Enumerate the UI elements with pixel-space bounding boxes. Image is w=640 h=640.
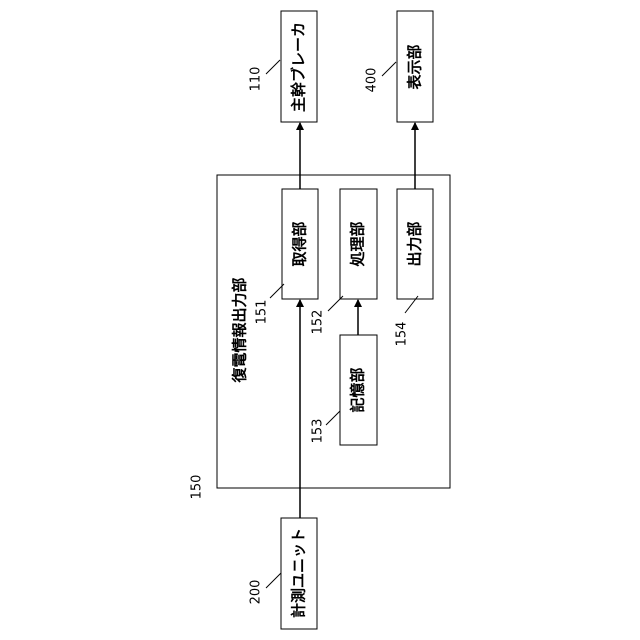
ref-110: 110 [249, 67, 264, 92]
ref-150: 150 [190, 475, 205, 500]
ref-151: 151 [255, 300, 270, 325]
ref-400: 400 [365, 68, 380, 93]
ref-200: 200 [249, 580, 264, 605]
measurement-unit-label: 計測ユニット [290, 528, 308, 618]
leader-153 [326, 411, 340, 425]
main-breaker-label: 主幹ブレーカ [290, 22, 308, 112]
leader-400 [382, 62, 396, 76]
leader-152 [328, 296, 343, 311]
leader-200 [266, 573, 281, 588]
leader-110 [266, 60, 280, 74]
ref-152: 152 [311, 310, 326, 335]
outage-info-output-label: 復電情報出力部 [231, 277, 249, 383]
storage-label: 記憶部 [349, 367, 367, 412]
ref-154: 154 [395, 322, 410, 347]
processing-label: 処理部 [349, 221, 367, 267]
output-label: 出力部 [406, 221, 424, 266]
ref-153: 153 [311, 419, 326, 444]
acquisition-label: 取得部 [291, 221, 309, 266]
display-label: 表示部 [406, 44, 424, 89]
